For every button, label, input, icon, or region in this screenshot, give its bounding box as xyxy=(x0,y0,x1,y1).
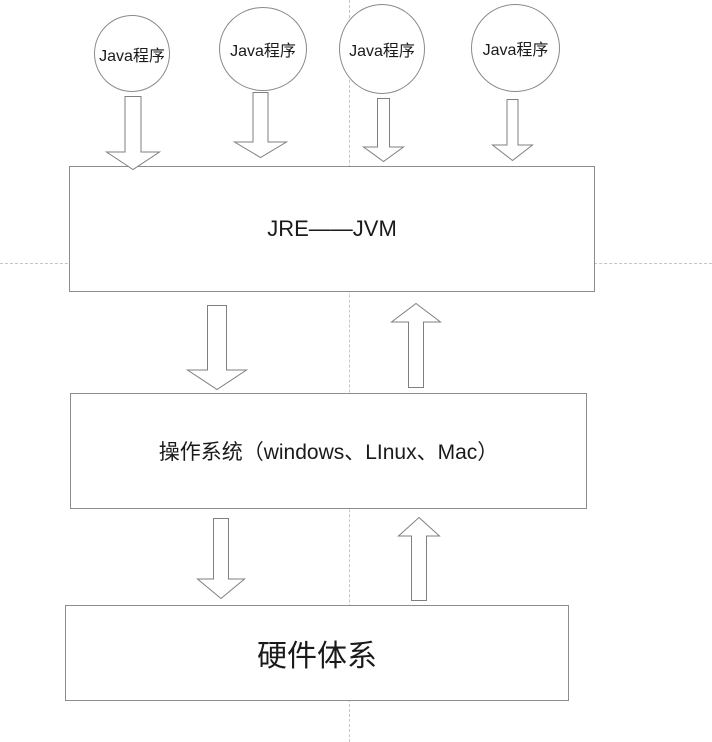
java-program-label: Java程序 xyxy=(349,43,415,60)
java-program-node-1: Java程序 xyxy=(94,15,170,92)
java-program-label: Java程序 xyxy=(230,43,296,60)
down-arrow-icon xyxy=(361,98,406,163)
down-arrow-icon xyxy=(491,99,534,162)
up-arrow-icon xyxy=(397,516,441,601)
operating-system-label: 操作系统（windows、LInux、Mac） xyxy=(158,441,499,464)
jre-jvm-label: JRE——JVM xyxy=(267,216,397,241)
java-program-label: Java程序 xyxy=(99,47,165,65)
operating-system-box: 操作系统（windows、LInux、Mac） xyxy=(70,393,587,509)
down-arrow-icon xyxy=(232,92,289,159)
hardware-box: 硬件体系 xyxy=(65,605,569,701)
vertical-dashed-guide xyxy=(349,0,350,742)
java-program-node-2: Java程序 xyxy=(219,7,307,91)
java-program-node-3: Java程序 xyxy=(339,4,425,94)
java-program-label: Java程序 xyxy=(482,42,549,59)
down-arrow-icon xyxy=(185,305,249,391)
jre-jvm-box: JRE——JVM xyxy=(69,166,595,292)
up-arrow-icon xyxy=(390,302,442,388)
hardware-label: 硬件体系 xyxy=(257,640,377,673)
down-arrow-icon xyxy=(104,96,162,171)
down-arrow-icon xyxy=(196,518,246,600)
java-program-node-4: Java程序 xyxy=(471,4,560,92)
